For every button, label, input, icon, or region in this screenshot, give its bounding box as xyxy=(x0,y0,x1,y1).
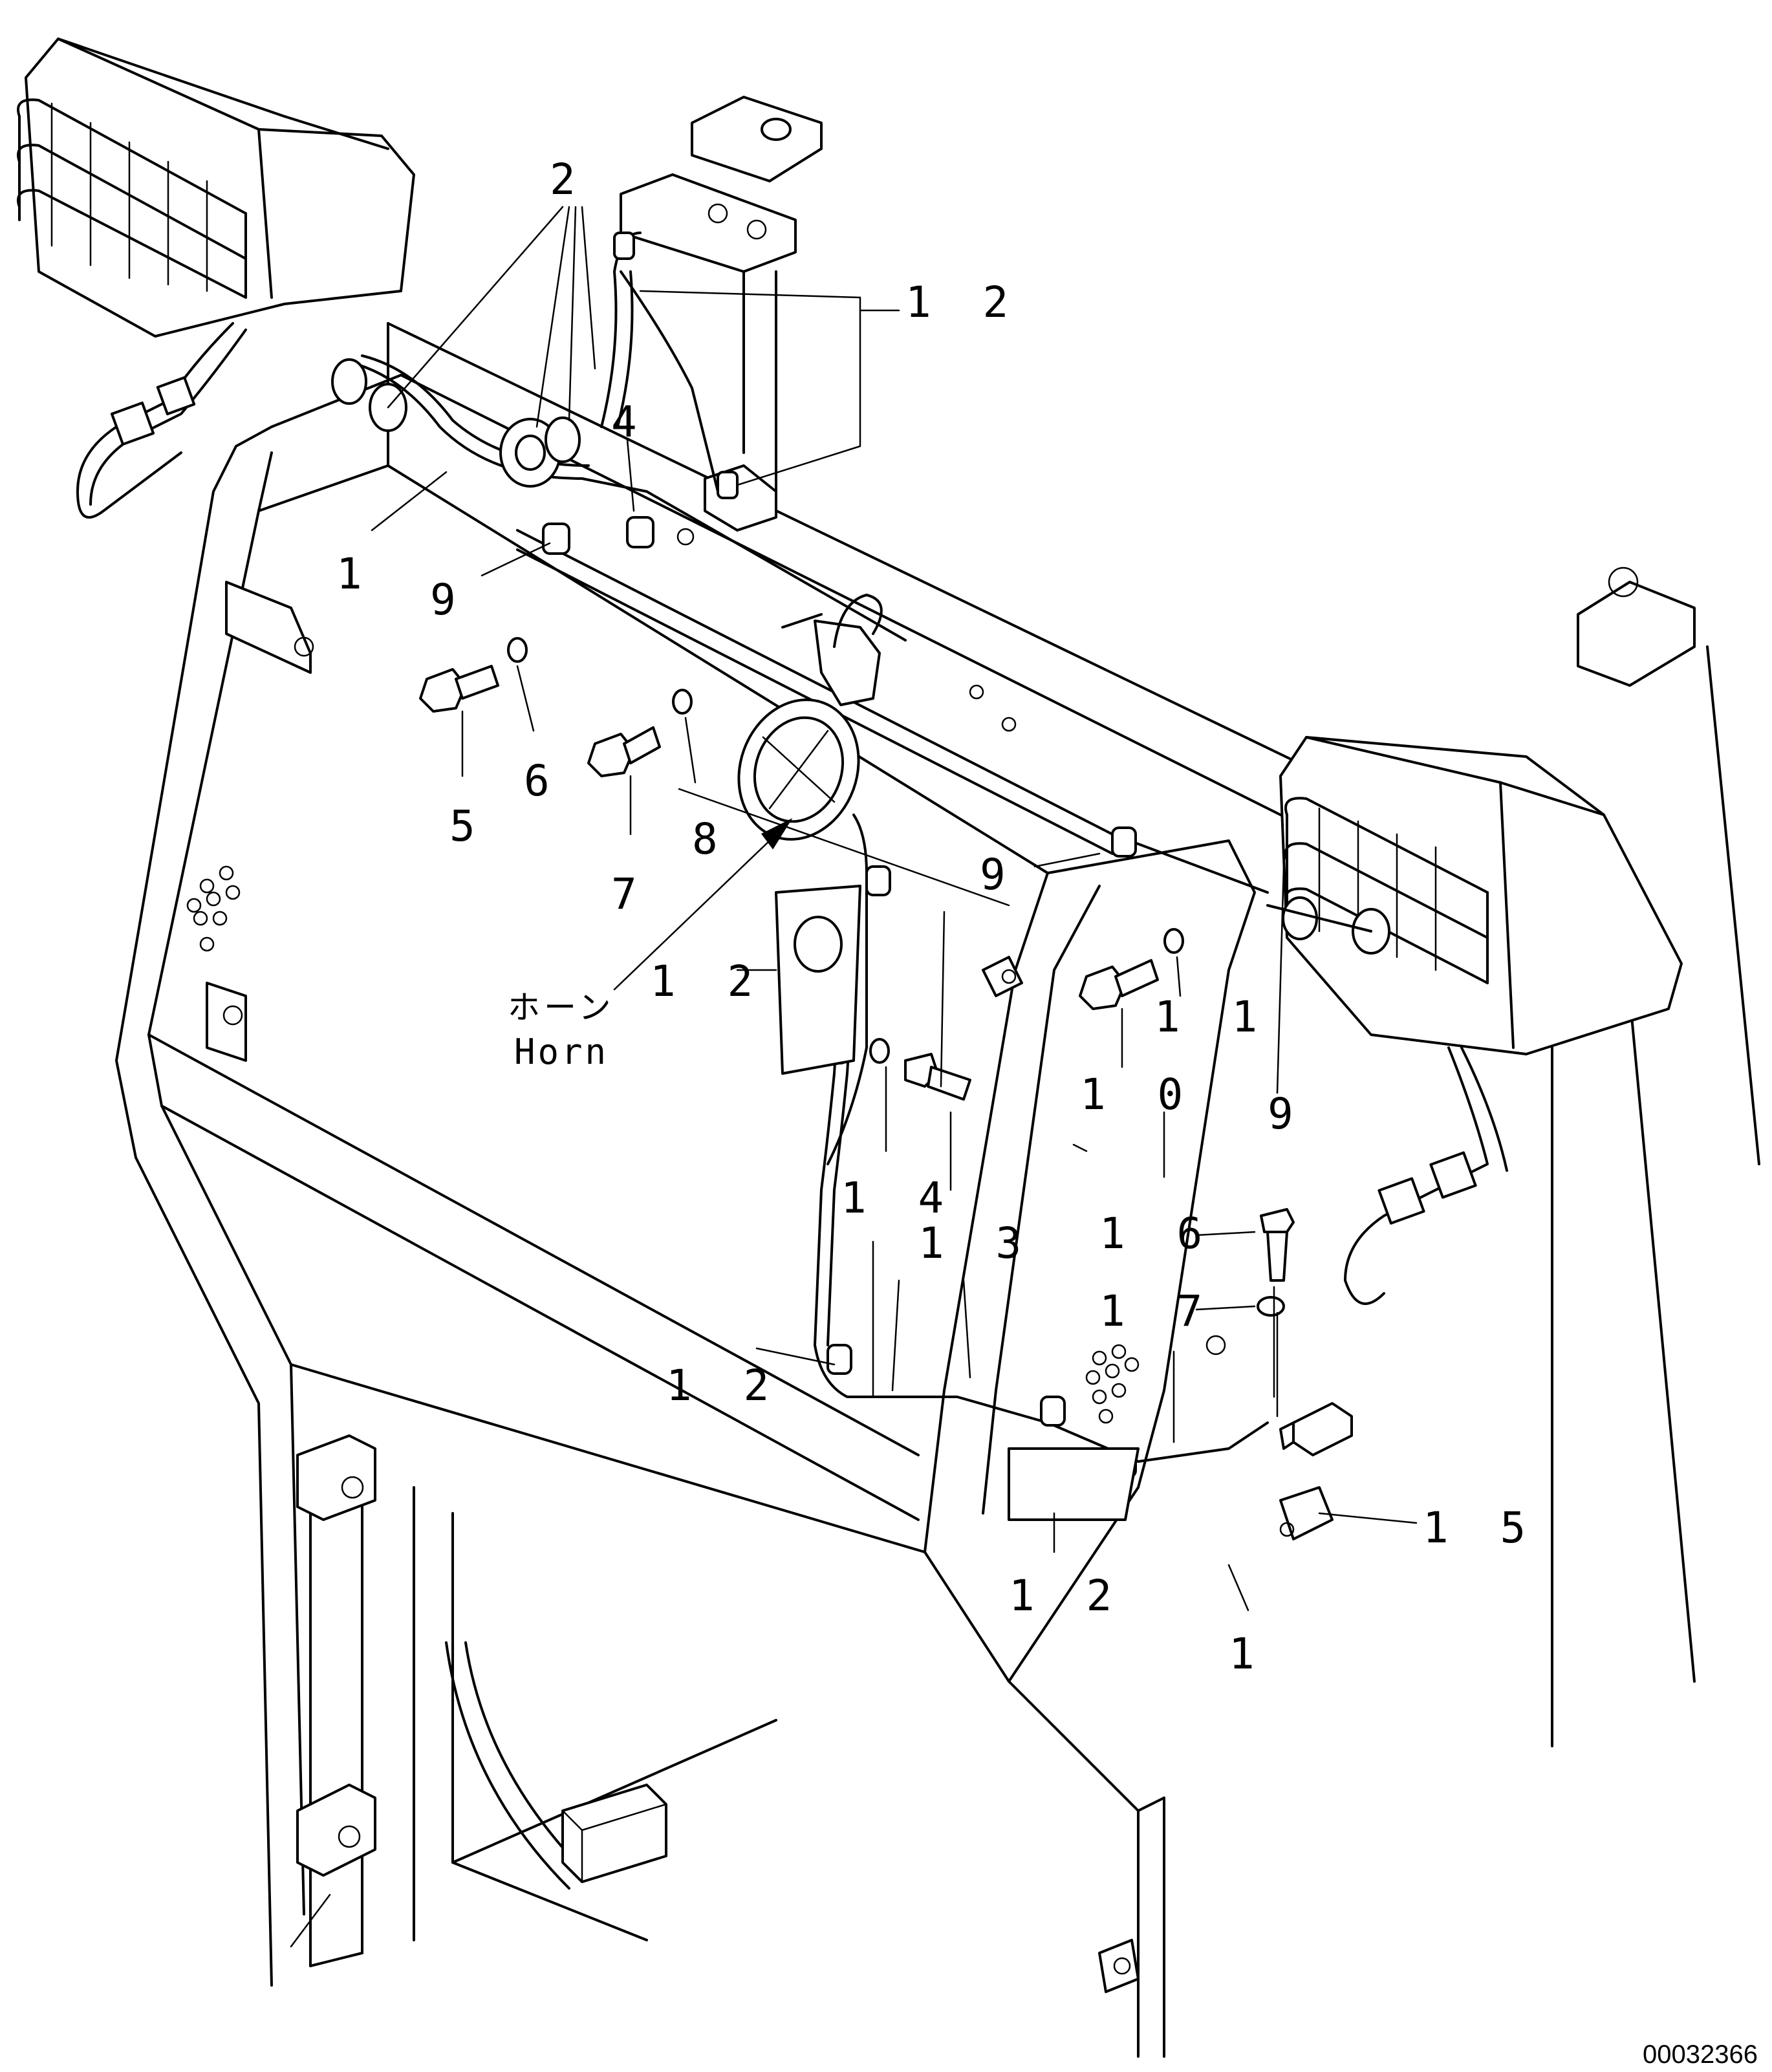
callout-13: 1 3 xyxy=(918,1218,1034,1268)
horn-label-jp: ホーン xyxy=(508,989,615,1026)
callout-1-lower: 1 xyxy=(1229,1629,1268,1679)
callout-12-lower-right: 1 2 xyxy=(1009,1571,1125,1621)
callout-2: 2 xyxy=(550,155,589,204)
callout-labels: 2 1 2 4 1 9 6 5 8 9 7 1 2 1 1 1 0 9 1 4 … xyxy=(336,155,1758,2069)
callout-12-lower-left: 1 2 xyxy=(666,1361,782,1410)
callout-7: 7 xyxy=(611,869,650,919)
mount-plates xyxy=(186,528,1334,1540)
callout-8: 8 xyxy=(692,814,731,864)
callout-12-top: 1 2 xyxy=(905,277,1021,327)
top-brackets xyxy=(620,96,823,532)
callout-11: 1 1 xyxy=(1154,992,1270,1042)
callout-9-right: 9 xyxy=(1268,1089,1306,1139)
callout-14: 1 4 xyxy=(841,1173,956,1223)
callout-5: 5 xyxy=(449,801,488,851)
callout-15: 1 5 xyxy=(1423,1503,1539,1553)
fasteners xyxy=(419,637,1353,1456)
horn xyxy=(737,594,883,841)
callout-17: 1 7 xyxy=(1099,1286,1215,1336)
leader-lines xyxy=(371,206,1418,1612)
horn-label-en: Horn xyxy=(514,1031,609,1072)
callout-16: 1 6 xyxy=(1099,1209,1215,1258)
drawing-code: 00032366 xyxy=(1643,2040,1758,2069)
callout-1-upper: 1 xyxy=(336,549,375,599)
callout-9-left: 9 xyxy=(430,575,469,625)
callout-10: 1 0 xyxy=(1080,1070,1196,1119)
callout-6: 6 xyxy=(524,756,563,806)
callout-9-center: 9 xyxy=(980,850,1019,900)
left-work-lamp xyxy=(17,38,415,519)
callout-12-horn: 1 2 xyxy=(650,956,766,1006)
right-work-lamp xyxy=(1279,567,1696,1305)
callout-4: 4 xyxy=(611,397,650,447)
